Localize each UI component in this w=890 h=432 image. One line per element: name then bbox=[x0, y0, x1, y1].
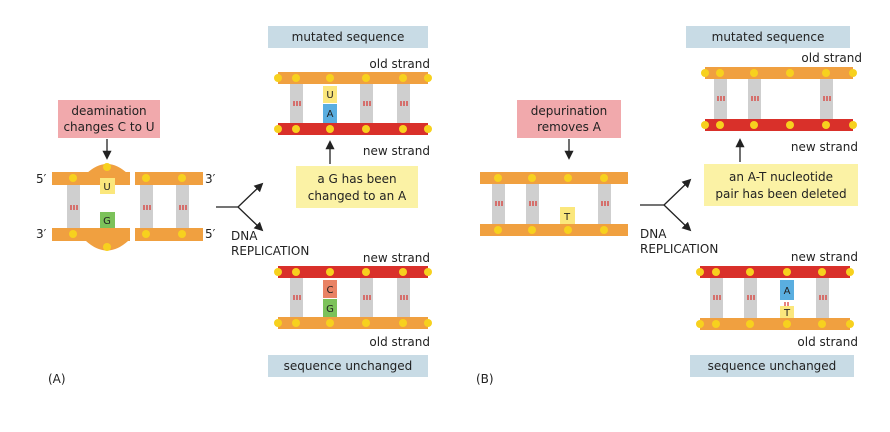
base-a: A bbox=[784, 286, 791, 297]
mutated-sequence-label: mutated sequence bbox=[292, 30, 405, 44]
end-label-3-top: 3′ bbox=[205, 172, 216, 186]
old-strand bbox=[278, 317, 428, 329]
new-strand bbox=[700, 266, 850, 278]
damaged-dna-a: U G 5′ 3′ 3′ 5′ bbox=[36, 163, 216, 251]
damaged-dna-b: T bbox=[480, 172, 628, 236]
mutated-sequence-box bbox=[686, 26, 850, 48]
note-line-1: an A-T nucleotide bbox=[729, 170, 833, 184]
unchanged-dna-b: A T bbox=[696, 266, 854, 330]
old-strand bbox=[278, 72, 428, 84]
deletion-note-box bbox=[704, 164, 858, 206]
panel-a: deamination changes C to U bbox=[36, 26, 432, 386]
base-u: U bbox=[326, 90, 333, 101]
mutated-dna-b bbox=[701, 67, 857, 131]
svg-text:G: G bbox=[103, 216, 111, 227]
old-strand bbox=[700, 318, 850, 330]
base-u bbox=[100, 178, 115, 194]
mutated-dna-a: U A bbox=[274, 72, 432, 135]
top-strand-right bbox=[135, 172, 203, 185]
sequence-unchanged-label: sequence unchanged bbox=[708, 359, 837, 373]
unchanged-dna-a: C G bbox=[274, 266, 432, 329]
mutated-sequence-box bbox=[268, 26, 428, 48]
note-line-2: pair has been deleted bbox=[715, 187, 846, 201]
new-strand-label: new strand bbox=[363, 144, 430, 158]
note-line-2: changed to an A bbox=[308, 189, 407, 203]
old-strand-label: old strand bbox=[369, 335, 430, 349]
top-strand bbox=[480, 172, 628, 184]
top-strand-bulge bbox=[86, 164, 128, 185]
mutation-note-box bbox=[296, 166, 418, 208]
panel-a-label: (A) bbox=[48, 372, 66, 386]
sequence-unchanged-box bbox=[268, 355, 428, 377]
cause-line-2: changes C to U bbox=[63, 120, 154, 134]
cause-line-2: removes A bbox=[537, 120, 602, 134]
depurination-box: depurination removes A bbox=[517, 100, 621, 138]
process-label-line-2: REPLICATION bbox=[231, 244, 309, 258]
cause-line-1: deamination bbox=[71, 104, 146, 118]
process-label-line-1: DNA bbox=[231, 229, 258, 243]
base-g bbox=[100, 212, 115, 228]
base-t: T bbox=[783, 308, 791, 319]
svg-text:T: T bbox=[563, 212, 571, 223]
old-strand-label: old strand bbox=[797, 335, 858, 349]
svg-text:U: U bbox=[103, 182, 110, 193]
replication-arrows-b bbox=[640, 178, 692, 232]
sequence-unchanged-box bbox=[690, 355, 854, 377]
panel-b-label: (B) bbox=[476, 372, 494, 386]
mutated-sequence-label: mutated sequence bbox=[712, 30, 825, 44]
new-strand-label: new strand bbox=[363, 251, 430, 265]
end-label-5-bottom: 5′ bbox=[205, 227, 216, 241]
panel-b: depurination removes A T bbox=[476, 26, 862, 386]
end-label-3-bottom: 3′ bbox=[36, 227, 47, 241]
new-strand-label: new strand bbox=[791, 250, 858, 264]
old-strand-label: old strand bbox=[801, 51, 862, 65]
new-strand bbox=[705, 119, 853, 131]
note-line-1: a G has been bbox=[317, 172, 396, 186]
old-strand-label: old strand bbox=[369, 57, 430, 71]
cause-line-1: depurination bbox=[531, 104, 607, 118]
bottom-strand-right bbox=[135, 228, 203, 241]
new-strand bbox=[278, 266, 428, 278]
process-label-line-2: REPLICATION bbox=[640, 242, 718, 256]
deamination-box: deamination changes C to U bbox=[58, 100, 160, 138]
new-strand-label: new strand bbox=[791, 140, 858, 154]
base-a: A bbox=[327, 109, 334, 120]
replication-arrows-a bbox=[216, 182, 264, 232]
sequence-unchanged-label: sequence unchanged bbox=[284, 359, 413, 373]
process-label-line-1: DNA bbox=[640, 227, 667, 241]
base-t bbox=[560, 207, 575, 224]
bottom-strand-bulge bbox=[86, 228, 128, 251]
base-g: G bbox=[326, 304, 334, 315]
old-strand bbox=[705, 67, 853, 79]
base-c: C bbox=[327, 285, 334, 296]
bottom-strand bbox=[480, 224, 628, 236]
new-strand bbox=[278, 123, 428, 135]
end-label-5-top: 5′ bbox=[36, 172, 47, 186]
